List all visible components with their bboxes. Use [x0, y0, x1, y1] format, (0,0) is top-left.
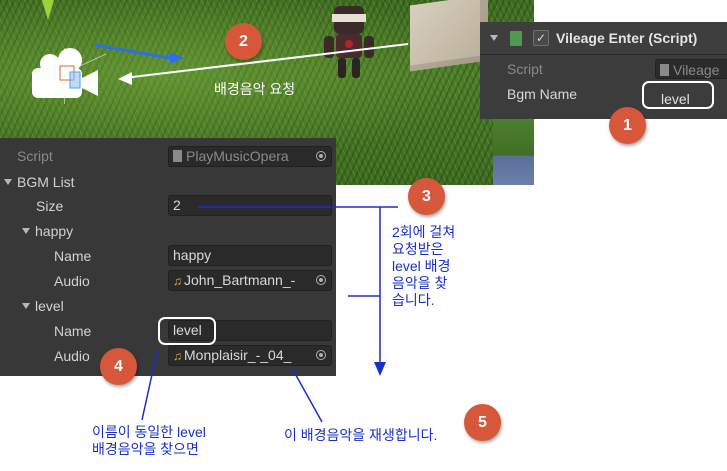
note-3-line: 요청받은 [392, 241, 444, 257]
happy-name-field[interactable]: happy [168, 245, 332, 266]
audio-label: Audio [54, 348, 90, 364]
bgm-name-label: Bgm Name [507, 86, 578, 102]
step-badge-2: 2 [225, 23, 262, 60]
name-label: Name [54, 323, 92, 339]
happy-fold-icon[interactable] [22, 228, 30, 234]
y-axis-gizmo-icon [42, 0, 54, 20]
level-fold-icon[interactable] [22, 303, 30, 309]
robot-character-icon [324, 6, 374, 78]
object-picker-icon[interactable] [316, 151, 326, 161]
fold-triangle-icon[interactable] [490, 35, 498, 41]
level-audio-value: Monplaisir_-_04_ [184, 347, 292, 363]
element-level-label[interactable]: level [35, 298, 64, 314]
script-field[interactable]: PlayMusicOpera [168, 146, 332, 167]
highlight-level-name [158, 317, 216, 345]
script-field-value: Vileage [673, 62, 720, 78]
note-3-line: 2회에 걸쳐 [392, 224, 456, 240]
note-3-line: 음악을 찾 [392, 275, 448, 291]
step-badge-3: 3 [408, 178, 445, 215]
component-header[interactable]: ✓ Vileage Enter (Script) [480, 22, 727, 55]
script-icon [510, 31, 522, 46]
audio-clip-icon: ♫ [173, 274, 182, 288]
scene-caption: 배경음악 요청 [214, 81, 296, 97]
happy-audio-field[interactable]: ♫John_Bartmann_- [168, 270, 332, 291]
note-4-line: 이름이 동일한 level [92, 424, 206, 440]
audio-label: Audio [54, 273, 90, 289]
bgm-list-fold-icon[interactable] [4, 179, 12, 185]
step-badge-4: 4 [100, 348, 137, 385]
audio-clip-icon: ♫ [173, 349, 182, 363]
enable-checkbox[interactable]: ✓ [533, 30, 549, 46]
script-field-value: PlayMusicOpera [186, 148, 289, 164]
script-field[interactable]: Vileage [655, 59, 727, 79]
camera-icon[interactable] [26, 46, 110, 104]
script-label: Script [507, 61, 543, 77]
level-name-field[interactable]: level [168, 320, 332, 341]
note-4-line: 배경음악을 찾으면 [92, 441, 199, 457]
play-music-operator-inspector: Script PlayMusicOpera BGM List Size 2 ha… [0, 138, 336, 376]
element-happy-label[interactable]: happy [35, 223, 74, 239]
note-step-5: 이 배경음악을 재생합니다. [284, 427, 438, 443]
object-picker-icon[interactable] [316, 275, 326, 285]
highlight-bgm-name [642, 81, 714, 109]
name-label: Name [54, 248, 92, 264]
note-step-3: 2회에 걸쳐 요청받은 level 배경 음악을 찾 습니다. [392, 224, 455, 309]
script-file-icon [173, 150, 182, 162]
note-3-line: 습니다. [392, 292, 435, 308]
vileage-enter-component: ✓ Vileage Enter (Script) Script Vileage … [480, 22, 727, 119]
object-picker-icon[interactable] [316, 350, 326, 360]
note-3-line: level 배경 [392, 258, 451, 274]
size-label: Size [36, 198, 64, 214]
scene-view-strip [493, 119, 534, 185]
step-badge-5: 5 [464, 404, 501, 441]
script-label: Script [17, 148, 53, 164]
size-field[interactable]: 2 [168, 195, 332, 216]
note-step-4: 이름이 동일한 level 배경음악을 찾으면 [92, 424, 206, 458]
level-audio-field[interactable]: ♫Monplaisir_-_04_ [168, 345, 332, 366]
happy-audio-value: John_Bartmann_- [184, 272, 296, 288]
script-file-icon [660, 64, 669, 76]
bgm-name-field[interactable]: level [661, 91, 690, 107]
component-title: Vileage Enter (Script) [556, 30, 698, 46]
bgm-list-label[interactable]: BGM List [17, 174, 75, 190]
scene-guides [94, 43, 409, 85]
step-badge-1: 1 [609, 107, 646, 144]
